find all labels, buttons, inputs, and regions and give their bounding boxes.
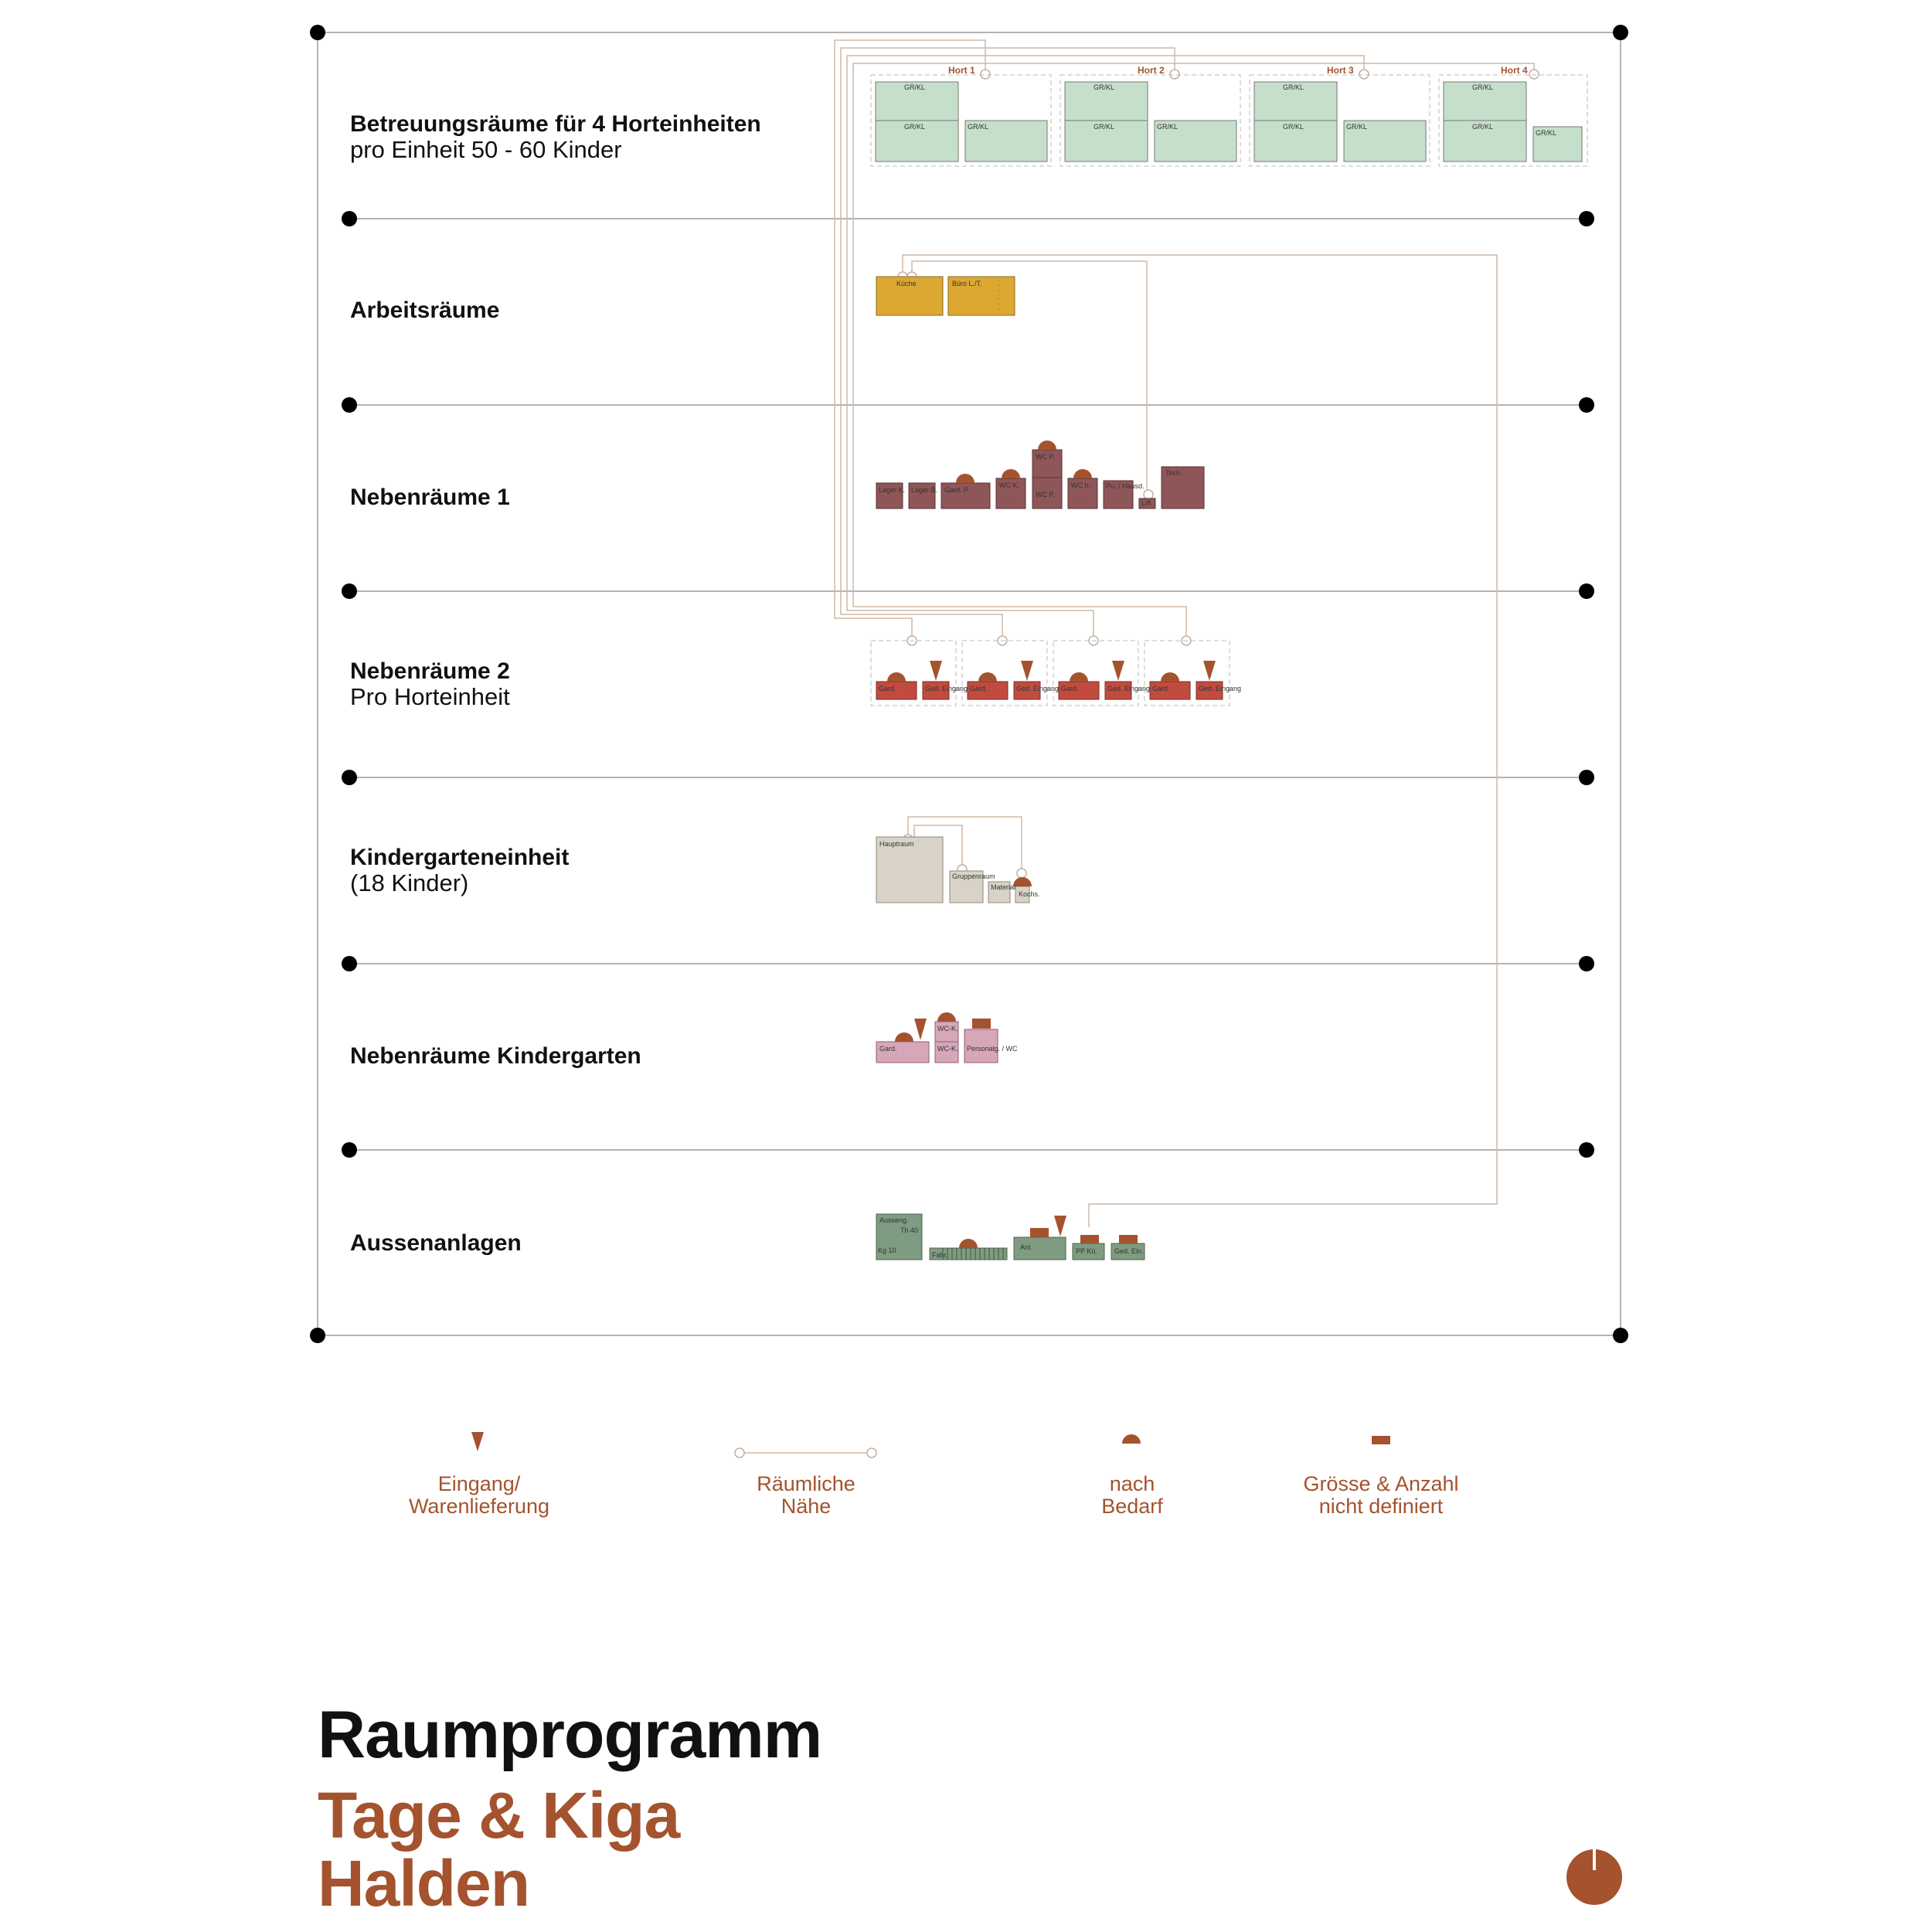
- category-label: Nebenräume 1: [350, 485, 510, 510]
- room-label: GR/KL: [1346, 123, 1367, 131]
- logo-icon: [1566, 1849, 1622, 1905]
- room-label: Gard. P.: [944, 486, 969, 494]
- room-label: WC K.: [999, 481, 1019, 489]
- room-label: Kochs.: [1019, 890, 1040, 898]
- room-label: Personalg. / WC: [967, 1045, 1018, 1053]
- category-label: Betreuungsräume für 4 Horteinheiten pro …: [350, 111, 761, 163]
- room-label: Ged. Eingang: [1107, 685, 1150, 692]
- hort-unit: Hort 2 GR/KL GR/KL GR/KL: [1060, 65, 1241, 167]
- hort-unit: Hort 4 GR/KL GR/KL GR/KL: [1438, 65, 1588, 167]
- room-label: Material: [991, 883, 1015, 891]
- page-title: Raumprogramm: [318, 1698, 822, 1772]
- row-separators: [342, 211, 1594, 1158]
- category-label: Nebenräume 2 Pro Horteinheit: [350, 658, 510, 710]
- hort-secondary-unit: Gard. Ged. Eingang: [961, 640, 1059, 706]
- half-circle-icon: [1122, 1434, 1141, 1444]
- kindergarten-unit: Hauptraum Gruppenraum Material Kochs.: [876, 836, 1040, 903]
- room-label: PP Kü.: [1076, 1247, 1097, 1255]
- room-label: Ausseng.: [879, 1216, 909, 1224]
- room-label: WC P.: [1036, 491, 1055, 498]
- category-label: Arbeitsräume: [350, 298, 500, 323]
- room-label: Fahr.: [932, 1251, 948, 1259]
- room-label: Gard.: [879, 685, 896, 692]
- room-label: Tech.: [1165, 469, 1182, 477]
- legend-label-entrance: Eingang/ Warenlieferung: [408, 1472, 550, 1518]
- outer-frame: [317, 32, 1621, 1336]
- legend-label-undefined-size: Grösse & Anzahl nicht definiert: [1303, 1472, 1459, 1518]
- hort-secondary-unit: Gard. Ged. Eingang: [1144, 640, 1241, 706]
- kindergarten-secondary-rooms: Gard. WC-K. WC-K. Personalg. / WC: [876, 1012, 1018, 1063]
- room-label: GR/KL: [968, 123, 988, 131]
- legend-label-proximity: Räumliche Nähe: [757, 1472, 855, 1518]
- frame-corner-dots: [310, 25, 1628, 1343]
- room-label: WC-K.: [937, 1025, 958, 1032]
- hort-secondary-unit: Gard. Ged. Eingang: [870, 640, 968, 706]
- room-label: Lager K.: [879, 486, 905, 494]
- small-bar-icon: [1372, 1436, 1390, 1444]
- hort-label: Hort 4: [1501, 65, 1528, 76]
- secondary-rooms-1: Lager K. Lager B. Gard. P. WC K. WC P. W…: [876, 440, 1205, 509]
- room-label: GR/KL: [1283, 83, 1304, 91]
- hort-label: Hort 1: [948, 65, 975, 76]
- room-label: Pu. / Hausd.: [1106, 482, 1145, 490]
- room-label: GR/KL: [1094, 123, 1114, 131]
- room-label: Büro L./T.: [952, 280, 982, 287]
- hort-unit: Hort 1 GR/KL GR/KL GR/KL: [870, 65, 1052, 167]
- legend-symbols: [471, 1432, 1390, 1458]
- proximity-nodes: [897, 69, 1539, 879]
- room-label: Ged. Eingang: [1199, 685, 1241, 692]
- room-label: Gruppenraum: [952, 872, 995, 880]
- room-label: Gard.: [1152, 685, 1170, 692]
- room-label: GR/KL: [1157, 123, 1178, 131]
- room-label: Ged. Eingang: [925, 685, 968, 692]
- work-rooms: Küche Büro L./T.: [876, 276, 1015, 316]
- room-label: GR/KL: [1283, 123, 1304, 131]
- room-label: Kg 10: [878, 1247, 896, 1254]
- room-label: WC P.: [1036, 453, 1055, 461]
- room-label: Lager B.: [911, 486, 937, 494]
- room-label: WC-K.: [937, 1045, 958, 1053]
- room-label: Ged. Ein.: [1114, 1247, 1144, 1255]
- hort-label: Hort 3: [1327, 65, 1354, 76]
- room-label: Lift: [1141, 499, 1151, 507]
- outdoor-facilities: Ausseng. Th 40 Kg 10 Fahr. Anl. PP Kü. G…: [876, 1213, 1145, 1260]
- room-label: Gard.: [879, 1045, 897, 1053]
- legend-label-on-demand: nach Bedarf: [1101, 1472, 1163, 1518]
- room-label: Ged. Eingang: [1016, 685, 1059, 692]
- page-subtitle: Tage & Kiga Halden: [318, 1779, 680, 1920]
- room-label: Küche: [896, 280, 917, 287]
- room-label: GR/KL: [904, 123, 925, 131]
- hort-unit: Hort 3 GR/KL GR/KL GR/KL: [1249, 65, 1430, 167]
- entrance-triangle-icon: [471, 1432, 484, 1451]
- hort-units: Hort 1 GR/KL GR/KL GR/KL Hort 2 GR/KL GR…: [870, 65, 1588, 167]
- room-label: Hauptraum: [879, 840, 914, 848]
- proximity-line-icon: [734, 1447, 877, 1458]
- room-label: Gard.: [1061, 685, 1079, 692]
- secondary-rooms-2: Gard. Ged. Eingang Gard. Ged. Eingang Ga…: [870, 640, 1241, 706]
- room-label: GR/KL: [904, 83, 925, 91]
- room-label: GR/KL: [1536, 129, 1556, 137]
- room-label: GR/KL: [1472, 83, 1493, 91]
- hort-label: Hort 2: [1138, 65, 1165, 76]
- room-label: GR/KL: [1472, 123, 1493, 131]
- room-label: GR/KL: [1094, 83, 1114, 91]
- category-label: Nebenräume Kindergarten: [350, 1043, 641, 1069]
- category-label: Kindergarteneinheit (18 Kinder): [350, 845, 570, 896]
- hort-secondary-unit: Gard. Ged. Eingang: [1053, 640, 1150, 706]
- room-label: WC h.: [1071, 481, 1090, 489]
- room-label: Th 40: [900, 1226, 918, 1234]
- room-label: Gard.: [970, 685, 988, 692]
- category-label: Aussenanlagen: [350, 1230, 522, 1256]
- room-label: Anl.: [1020, 1243, 1032, 1251]
- proximity-connectors: [834, 39, 1535, 1227]
- separator: [349, 218, 1587, 1151]
